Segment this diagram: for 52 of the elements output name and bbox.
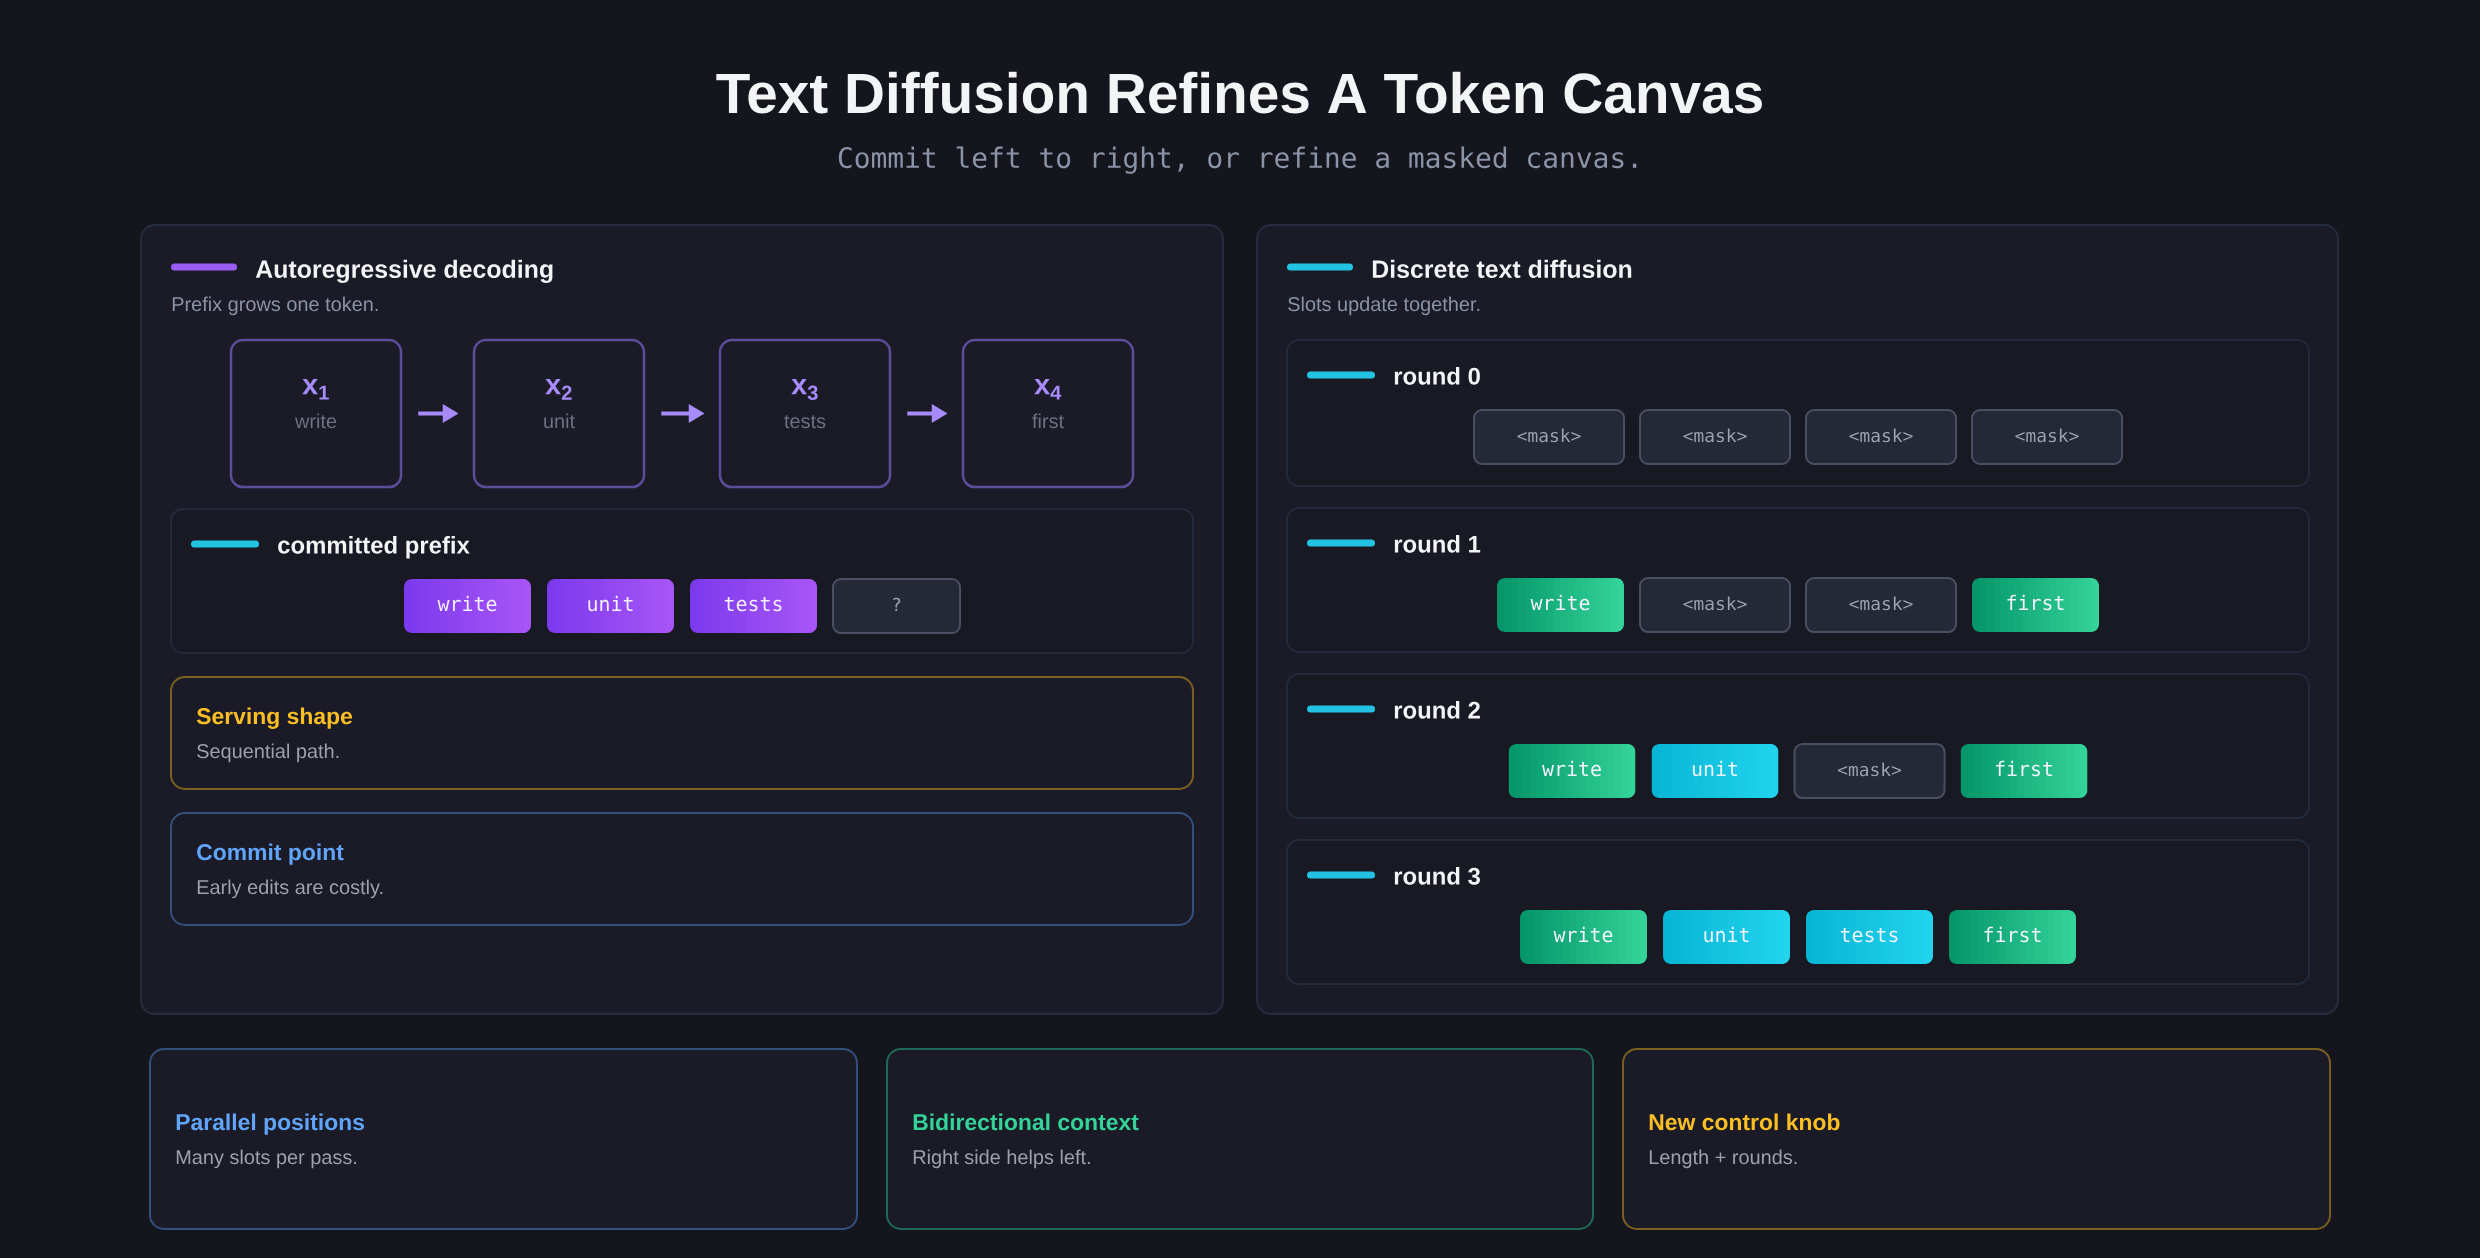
token-chip: <mask> xyxy=(1639,409,1791,465)
token-chip: unit xyxy=(1651,744,1779,798)
node-label: first xyxy=(1984,926,2041,943)
row-heading: round 3 xyxy=(1394,867,1480,885)
token-chip: first xyxy=(1972,578,2100,632)
node-label: write xyxy=(437,595,497,612)
position-box: x$_{3}$ tests xyxy=(718,338,892,489)
position-box: x$_{2}$ unit xyxy=(472,338,646,489)
token-chip: write xyxy=(1497,578,1624,632)
row-heading: round 1 xyxy=(1394,535,1481,553)
note-card: Commit point Early edits are costly. xyxy=(170,812,1194,926)
note-card: Bidirectional context Right side helps left. xyxy=(886,1048,1595,1230)
token-chip: first xyxy=(1949,910,2077,964)
note-card: Serving shape Sequential path. xyxy=(170,676,1194,790)
node-label: write xyxy=(1530,594,1590,611)
node-label: unit xyxy=(588,595,633,612)
token-chip: write xyxy=(1508,744,1636,798)
note-card: Parallel positions Many slots per pass. xyxy=(149,1048,858,1230)
token-chip: <mask> xyxy=(1639,577,1791,633)
node-label: unit xyxy=(1692,760,1738,777)
token-chip: tests xyxy=(1806,910,1933,964)
subtitle: Commit left to right, or refine a masked canvas. xyxy=(838,146,1637,174)
panel-heading: Discrete text diffusion xyxy=(1372,259,1632,278)
token-chip: <mask> xyxy=(1971,409,2124,465)
node-label: unit xyxy=(1704,926,1749,943)
panel-heading: Autoregressive decoding xyxy=(255,259,553,284)
token-chip: <mask> xyxy=(1793,743,1946,799)
token-chip: unit xyxy=(547,579,674,633)
panel-subtitle: Prefix grows one token. xyxy=(172,296,378,316)
token-chip: tests xyxy=(690,579,817,633)
node-label: write xyxy=(1553,926,1613,943)
node-label: tests xyxy=(1840,928,1898,943)
token-chip: write xyxy=(404,579,531,633)
token-chip: <mask> xyxy=(1805,577,1957,633)
note-card: New control knob Length + rounds. xyxy=(1622,1048,2332,1230)
position-box: x$_{1}$ write xyxy=(229,338,403,489)
node-label: first xyxy=(2007,594,2064,611)
token-chip: ? xyxy=(832,578,961,634)
token-chip: <mask> xyxy=(1805,409,1957,465)
row-heading: committed prefix xyxy=(278,536,470,559)
node-label: tests xyxy=(724,597,782,612)
panel-subtitle: Slots update together. xyxy=(1288,296,1480,316)
row-heading: round 0 xyxy=(1394,367,1480,385)
node-label: first xyxy=(1995,760,2053,777)
row-heading: round 2 xyxy=(1394,701,1480,719)
position-box: x$_{4}$ first xyxy=(961,338,1135,489)
token-chip: write xyxy=(1520,910,1647,964)
token-chip: first xyxy=(1960,744,2088,798)
token-chip: <mask> xyxy=(1473,409,1625,465)
title: Text Diffusion Refines A Token Canvas xyxy=(716,71,1762,114)
node-label: write xyxy=(1542,760,1601,777)
token-chip: unit xyxy=(1663,910,1790,964)
